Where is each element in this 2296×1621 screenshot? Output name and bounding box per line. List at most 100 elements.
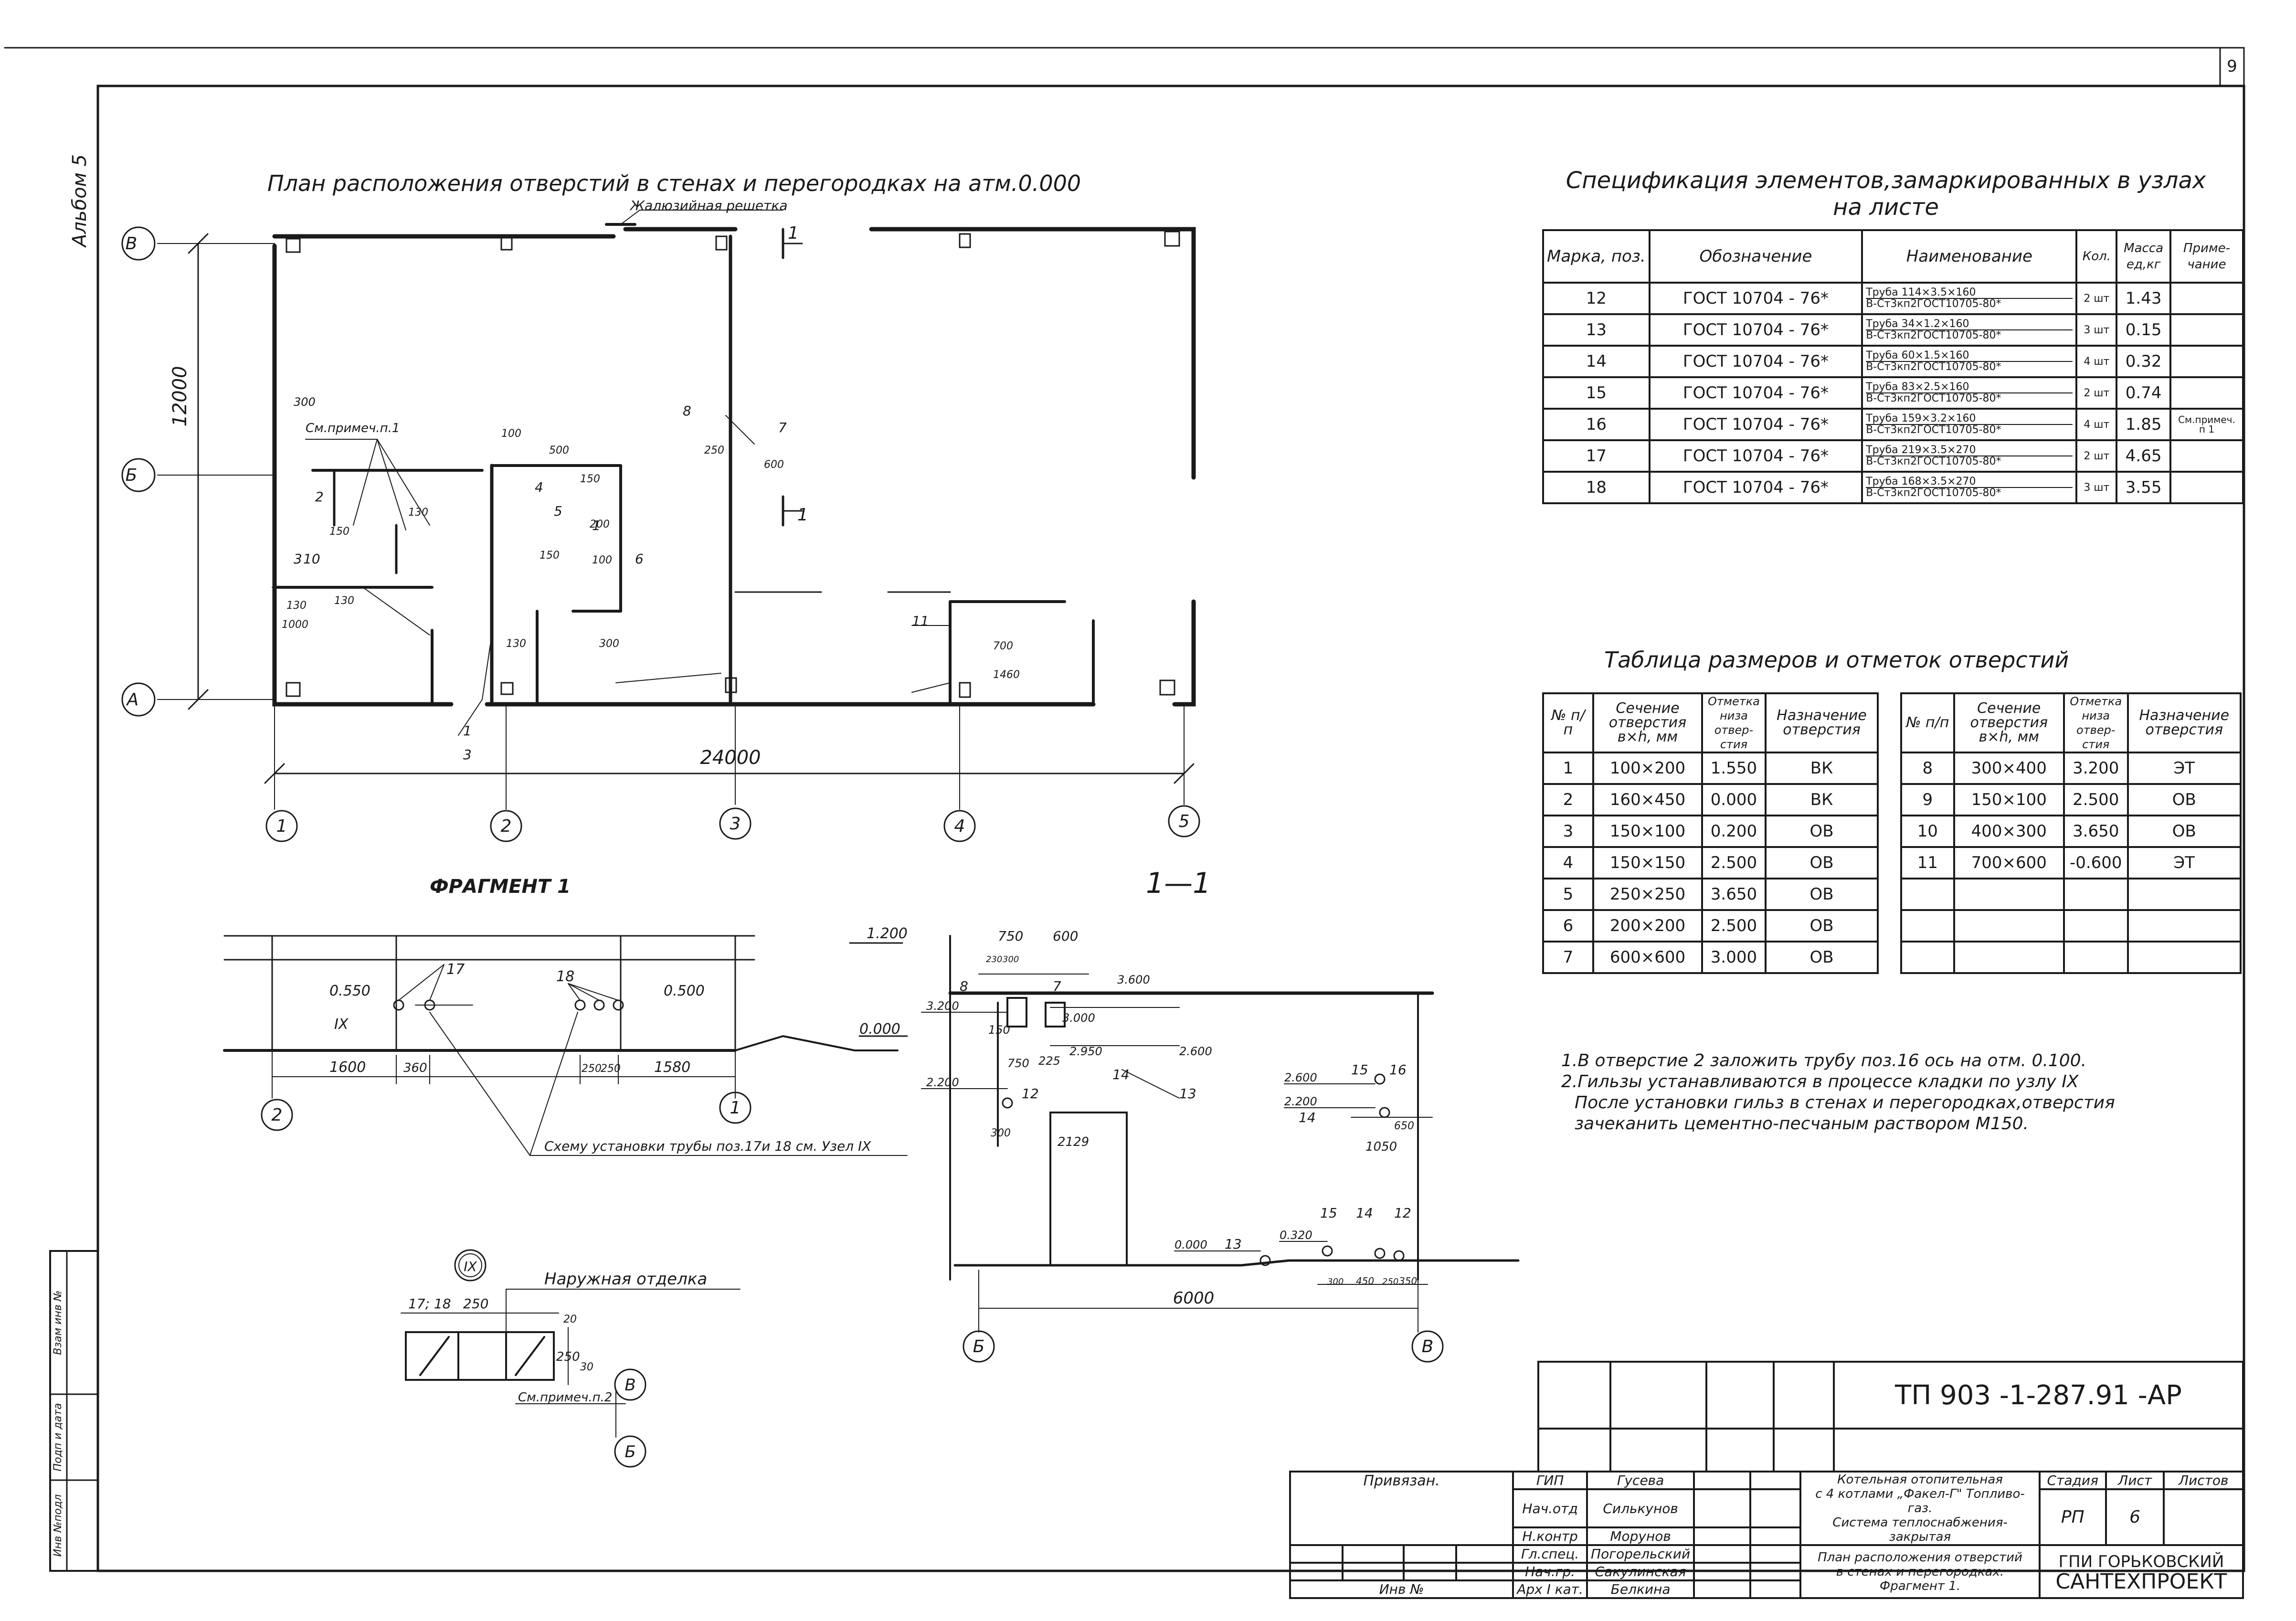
plan-dim: 250 xyxy=(704,445,724,456)
size-lvl: 3.650 xyxy=(1701,878,1767,911)
louver-label: Жалюзийная решетка xyxy=(629,198,788,213)
spec-qty: 3 шт xyxy=(2075,313,2118,347)
note-2-cont: После установки гильз в стенах и перегор… xyxy=(1575,1093,2115,1112)
spec-header: Приме- чание xyxy=(2169,229,2244,284)
stamp-name: Морунов xyxy=(1586,1526,1695,1546)
spec-doc: ГОСТ 10704 - 76* xyxy=(1648,313,1863,347)
node-dim: 30 xyxy=(580,1361,593,1373)
size-sec: 100×200 xyxy=(1592,752,1703,785)
fragment-level: 0.500 xyxy=(664,983,705,999)
stamp-org-2: САНТЕХПРОЕКТ xyxy=(2055,1569,2227,1594)
stamp-stage-h: Стадия xyxy=(2038,1471,2107,1490)
plan-dim: 150 xyxy=(540,550,560,562)
spec-doc: ГОСТ 10704 - 76* xyxy=(1648,471,1863,504)
spec-header: Кол. xyxy=(2075,229,2118,284)
stamp-org-1: ГПИ ГОРЬКОВСКИЙ xyxy=(2058,1552,2224,1571)
section-level: 3.600 xyxy=(1117,973,1150,986)
section-level: 2.950 xyxy=(1069,1045,1102,1058)
size-sec: 150×100 xyxy=(1592,815,1703,848)
fragment-level: 0.550 xyxy=(329,983,370,999)
size-n: 2 xyxy=(1542,783,1594,816)
section-mark: 16 xyxy=(1389,1062,1407,1078)
stamp-role: ГИП xyxy=(1512,1471,1588,1490)
section-dim: 300 xyxy=(1327,1277,1344,1287)
spec-doc: ГОСТ 10704 - 76* xyxy=(1648,282,1863,315)
spec-note xyxy=(2169,376,2244,410)
size-n: 11 xyxy=(1900,846,1955,879)
section-mark: 15 xyxy=(1320,1205,1337,1221)
stamp-name: Сакулинская xyxy=(1586,1562,1695,1581)
section-mark: 7 xyxy=(1053,978,1061,994)
fragment-axis-1: 1 xyxy=(730,1098,741,1118)
fragment-dim: 360 xyxy=(403,1061,427,1075)
hole-mark: 3 xyxy=(463,747,472,763)
fragment-mark-17: 17 xyxy=(446,961,465,978)
size-use xyxy=(2127,941,2242,974)
spec-qty: 2 шт xyxy=(2075,282,2118,315)
hole-mark: 6 xyxy=(635,551,644,567)
spec-name-top: Труба 83×2.5×160 xyxy=(1866,382,2073,393)
size-n: 4 xyxy=(1542,846,1594,879)
size-lvl xyxy=(2063,941,2129,974)
size-n: 1 xyxy=(1542,752,1594,785)
spec-mass: 3.55 xyxy=(2116,471,2171,504)
plan-dim: 300 xyxy=(599,638,619,650)
hole-mark: 10 xyxy=(303,551,320,567)
sizes-header: Сечение отверстия в×h, мм xyxy=(1592,692,1703,753)
plan-dim: 600 xyxy=(764,459,784,471)
section-level: 0.320 xyxy=(1280,1229,1312,1242)
size-use: ОВ xyxy=(1765,846,1879,879)
spec-pos: 12 xyxy=(1542,282,1651,315)
spec-note: См.примеч. п 1 xyxy=(2169,408,2244,441)
spec-name-bottom: В-Ст3кп2ГОСТ10705-80* xyxy=(1866,329,2001,341)
stamp-name: Гусева xyxy=(1586,1471,1695,1490)
stamp-org: ГПИ ГОРЬКОВСКИЙ САНТЕХПРОЕКТ xyxy=(2038,1544,2244,1599)
size-use: ОВ xyxy=(2127,783,2242,816)
node-title: Наружная отделка xyxy=(544,1270,707,1289)
side-stamp-replaced: Взам инв № xyxy=(52,1290,64,1355)
spec-name-top: Труба 219×3.5×270 xyxy=(1866,445,2073,456)
spec-qty: 4 шт xyxy=(2075,408,2118,441)
plan-dim: 130 xyxy=(408,507,428,519)
spec-name-top: Труба 114×3.5×160 xyxy=(1866,287,2073,299)
title-block-main: Привязан. ГИП Гусева Котельная отопитель… xyxy=(1289,1471,2244,1599)
spec-name-bottom: В-Ст3кп2ГОСТ10705-80* xyxy=(1866,487,2001,499)
section-dim: 230 xyxy=(986,954,1002,964)
note-2-cont: зачеканить цементно-песчаным раствором М… xyxy=(1575,1114,2029,1134)
section-dim: 2129 xyxy=(1058,1135,1089,1149)
hole-mark: 4 xyxy=(535,479,543,495)
spec-note xyxy=(2169,471,2244,504)
section-axis-b: Б xyxy=(973,1337,985,1356)
stamp-sheet-h: Лист xyxy=(2105,1471,2165,1490)
spec-name-bottom: В-Ст3кп2ГОСТ10705-80* xyxy=(1866,298,2001,310)
spec-name-top: Труба 159×3.2×160 xyxy=(1866,413,2073,425)
size-n: 7 xyxy=(1542,941,1594,974)
stamp-project: Котельная отопительная с 4 котлами „Факе… xyxy=(1799,1471,2041,1546)
size-n: 3 xyxy=(1542,815,1594,848)
size-sec: 700×600 xyxy=(1953,846,2065,879)
size-sec: 600×600 xyxy=(1592,941,1703,974)
spec-mass: 0.15 xyxy=(2116,313,2171,347)
stamp-role: Н.контр xyxy=(1512,1526,1588,1546)
size-use: ОВ xyxy=(1765,909,1879,943)
stamp-role: Нач.гр. xyxy=(1512,1562,1588,1581)
fragment-axis-2: 2 xyxy=(272,1105,283,1125)
spec-doc: ГОСТ 10704 - 76* xyxy=(1648,408,1863,441)
spec-pos: 16 xyxy=(1542,408,1651,441)
size-sec: 250×250 xyxy=(1592,878,1703,911)
stamp-stage: РП xyxy=(2038,1488,2107,1546)
size-lvl: 2.500 xyxy=(2063,783,2129,816)
spec-name-top: Труба 168×3.5×270 xyxy=(1866,477,2073,488)
hole-mark: 3 xyxy=(294,551,302,567)
stamp-name: Погорельский xyxy=(1586,1544,1695,1564)
size-n: 5 xyxy=(1542,878,1594,911)
spec-name-bottom: В-Ст3кп2ГОСТ10705-80* xyxy=(1866,392,2001,404)
stamp-project-2: с 4 котлами „Факел-Г" Топливо-газ. xyxy=(1815,1487,2025,1515)
